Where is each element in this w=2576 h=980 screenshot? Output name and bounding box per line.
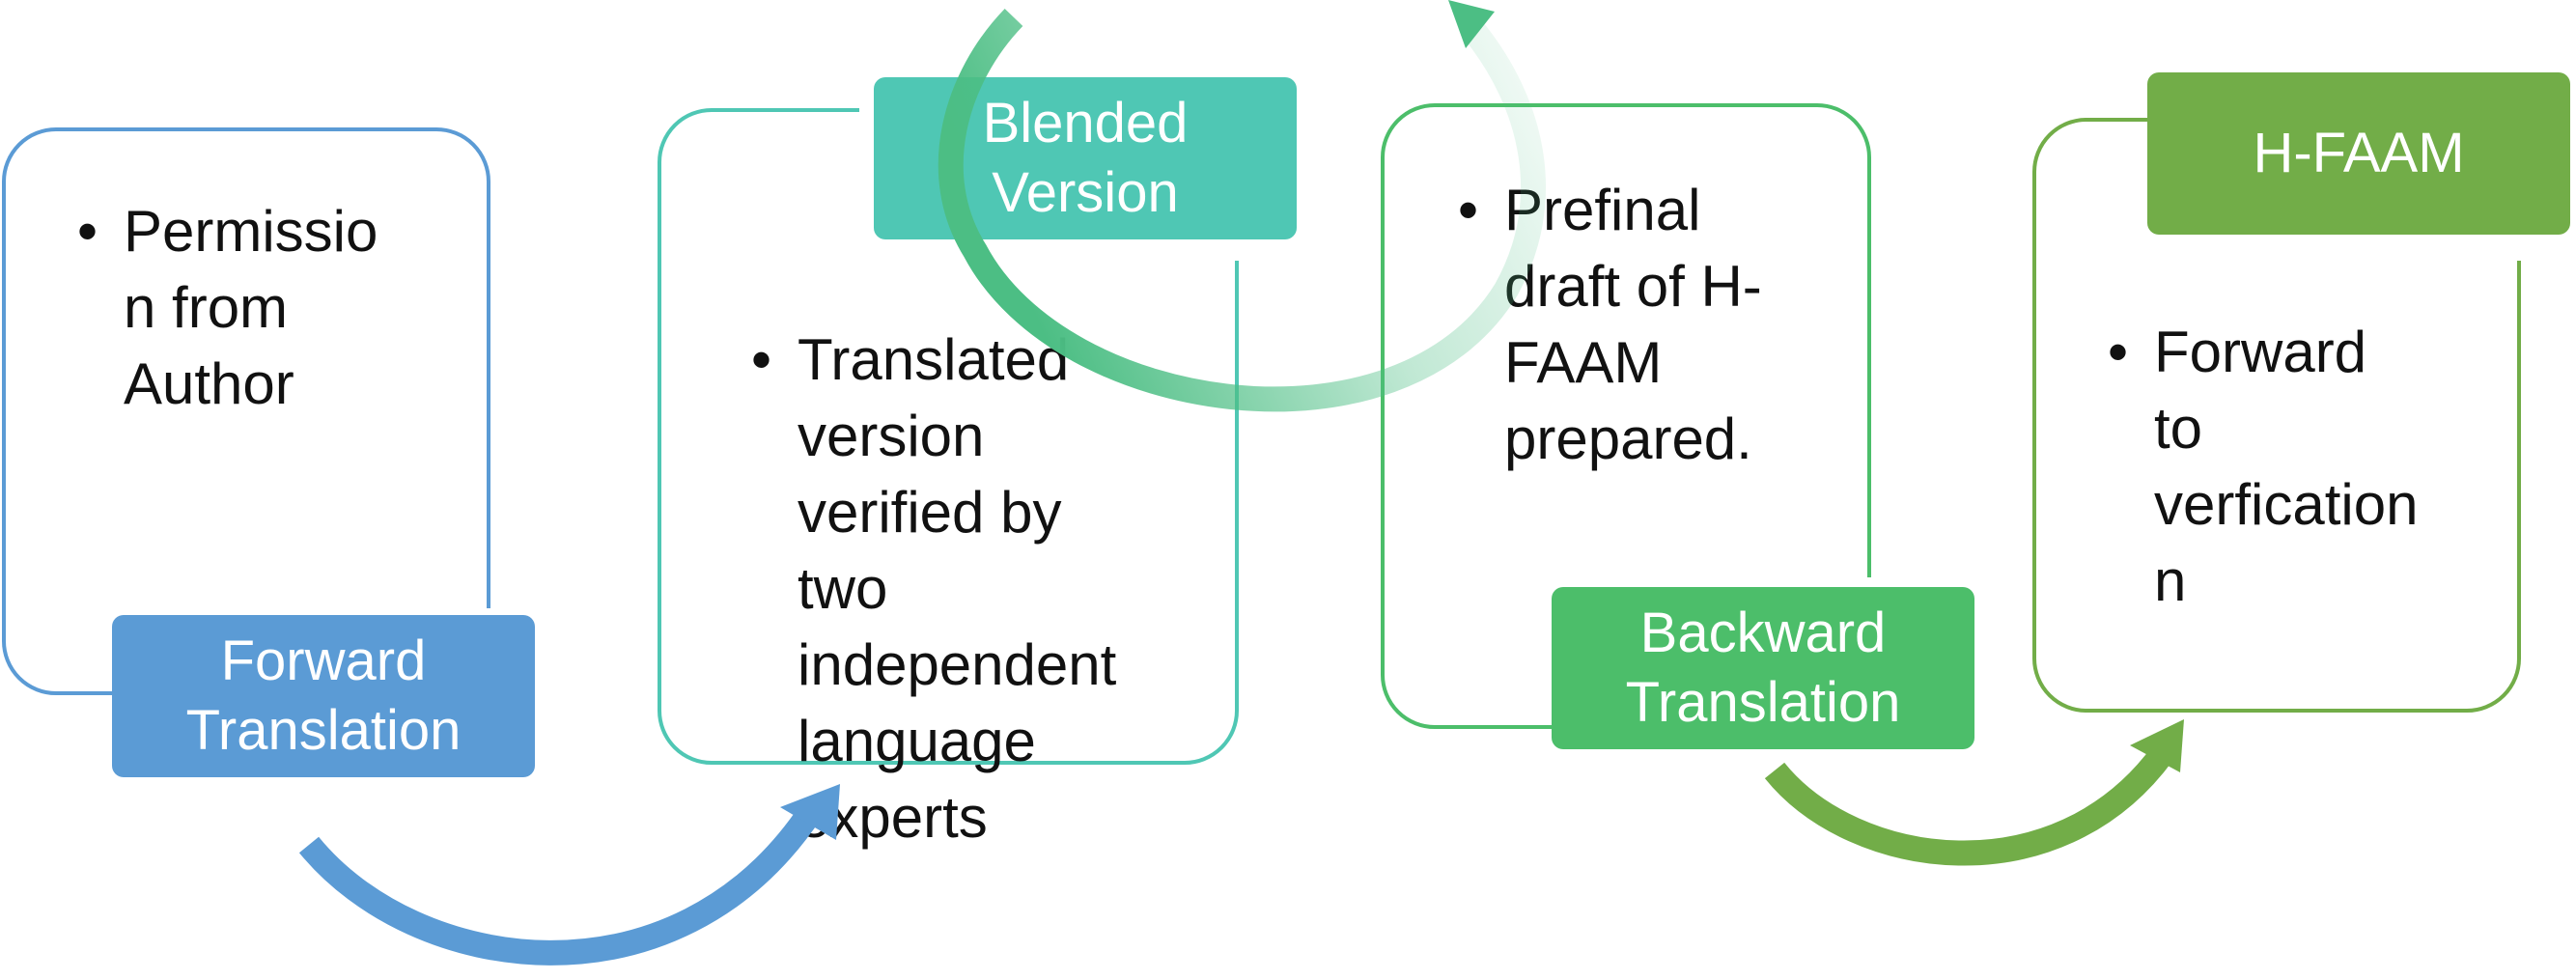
arrow-step3-to-step4-icon (1764, 719, 2184, 866)
arrow-step2-to-step3-icon (938, 0, 1547, 412)
bullet-icon: • (1458, 178, 1479, 242)
step-4-bullet-text: •Forward to verfication n (2108, 314, 2521, 619)
bullet-icon: • (751, 327, 772, 392)
bullet-icon: • (77, 199, 98, 264)
bullet-icon: • (2108, 320, 2129, 384)
arrow-step1-to-step2-icon (298, 784, 840, 966)
step-1-bullet-text: •Permissio n from Author (77, 193, 490, 422)
step-3-bullet-text: •Prefinal draft of H- FAAM prepared. (1458, 172, 1871, 477)
step-2-bullet-text: •Translated version verified by two inde… (751, 322, 1203, 855)
step-4-label: H-FAAM (2147, 72, 2570, 235)
